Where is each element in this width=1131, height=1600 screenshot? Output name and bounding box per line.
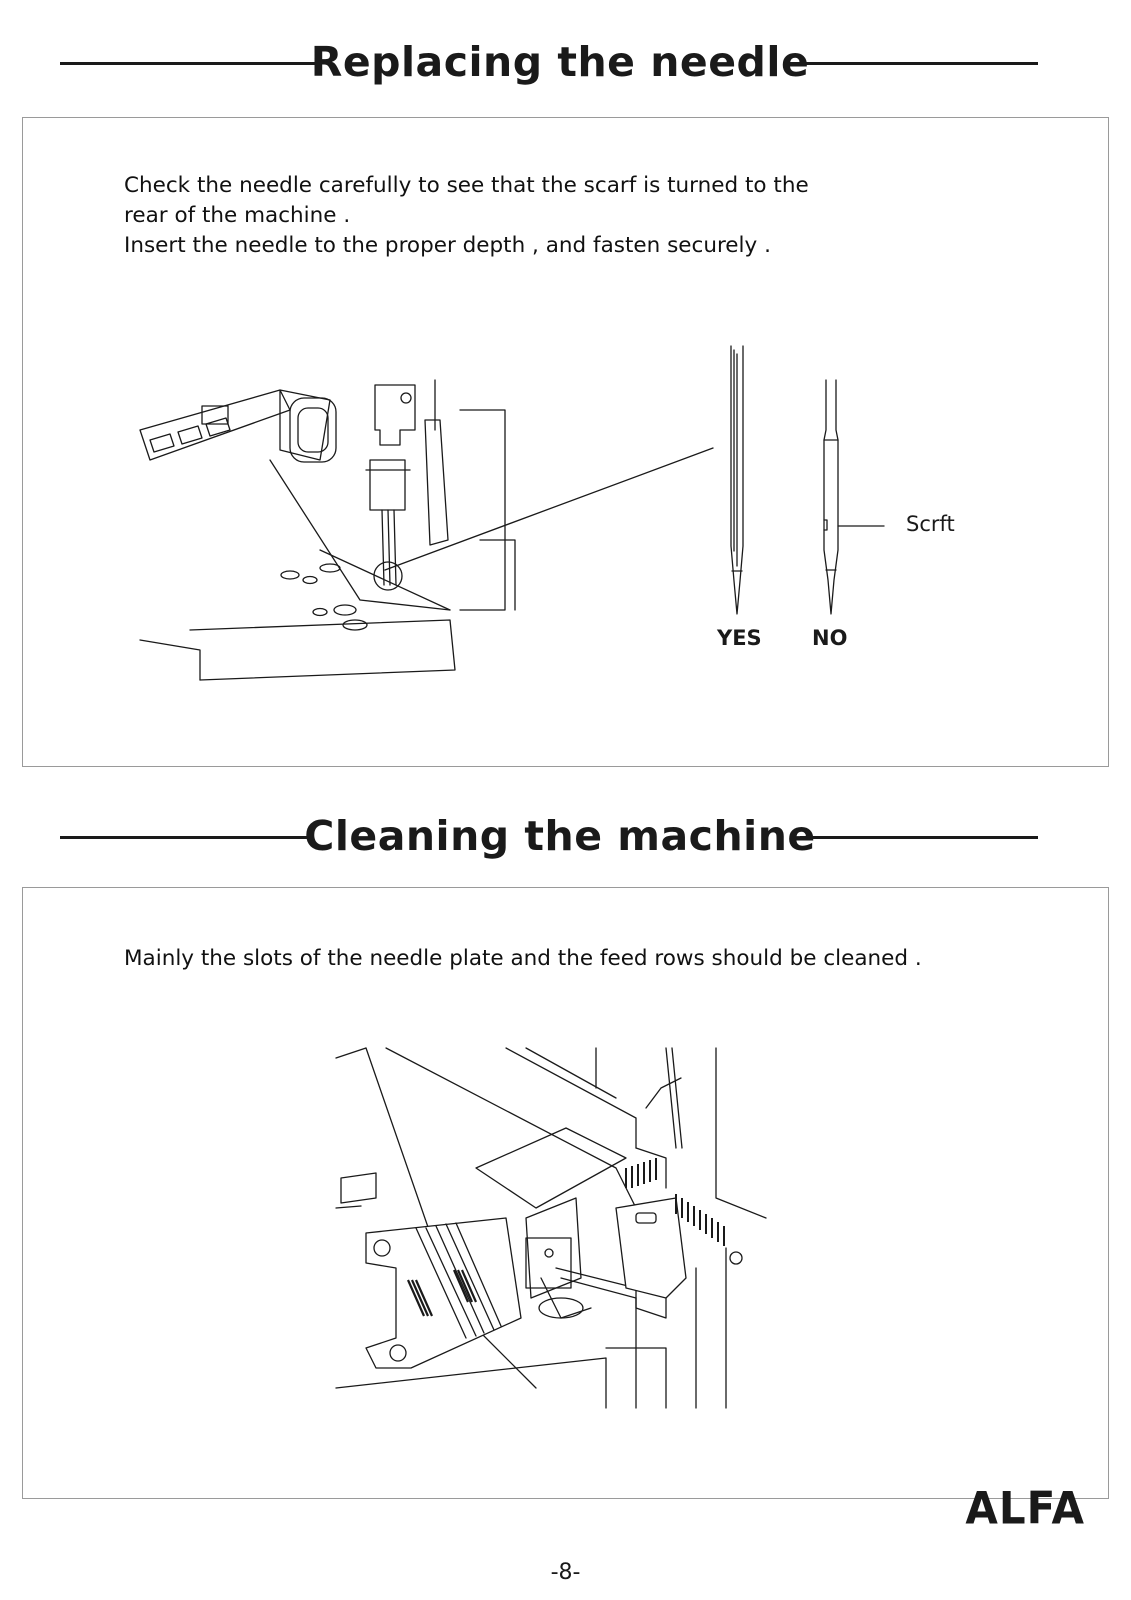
needle-no-drawing [823, 379, 839, 615]
section-title: Replacing the needle [310, 38, 810, 86]
heading-rule-right [800, 836, 1038, 839]
brand-logo: ALFA [965, 1482, 1085, 1535]
heading-rule-right [786, 62, 1038, 65]
panel-cleaning-machine [22, 887, 1109, 1499]
panel-replacing-needle [22, 117, 1109, 767]
scarf-pointer-line [837, 525, 885, 527]
heading-rule-left [60, 836, 314, 839]
heading-rule-left [60, 62, 318, 65]
label-yes: YES [717, 626, 762, 650]
section-heading-cleaning-machine: Cleaning the machine [60, 806, 1060, 866]
instruction-line: Check the needle carefully to see that t… [124, 173, 809, 198]
instruction-line: Insert the needle to the proper depth , … [124, 233, 771, 258]
cleaning-illustration [335, 1047, 767, 1409]
callout-line [384, 447, 714, 571]
instruction-line: rear of the machine . [124, 203, 351, 228]
label-scarf: Scrft [906, 512, 955, 536]
needle-yes-drawing [730, 345, 744, 615]
label-no: NO [812, 626, 848, 650]
needle-machine-illustration [139, 379, 516, 681]
section-heading-replacing-needle: Replacing the needle [60, 32, 1060, 92]
section-title: Cleaning the machine [304, 812, 816, 860]
instruction-line: Mainly the slots of the needle plate and… [124, 946, 922, 971]
page-number: -8- [550, 1560, 581, 1585]
